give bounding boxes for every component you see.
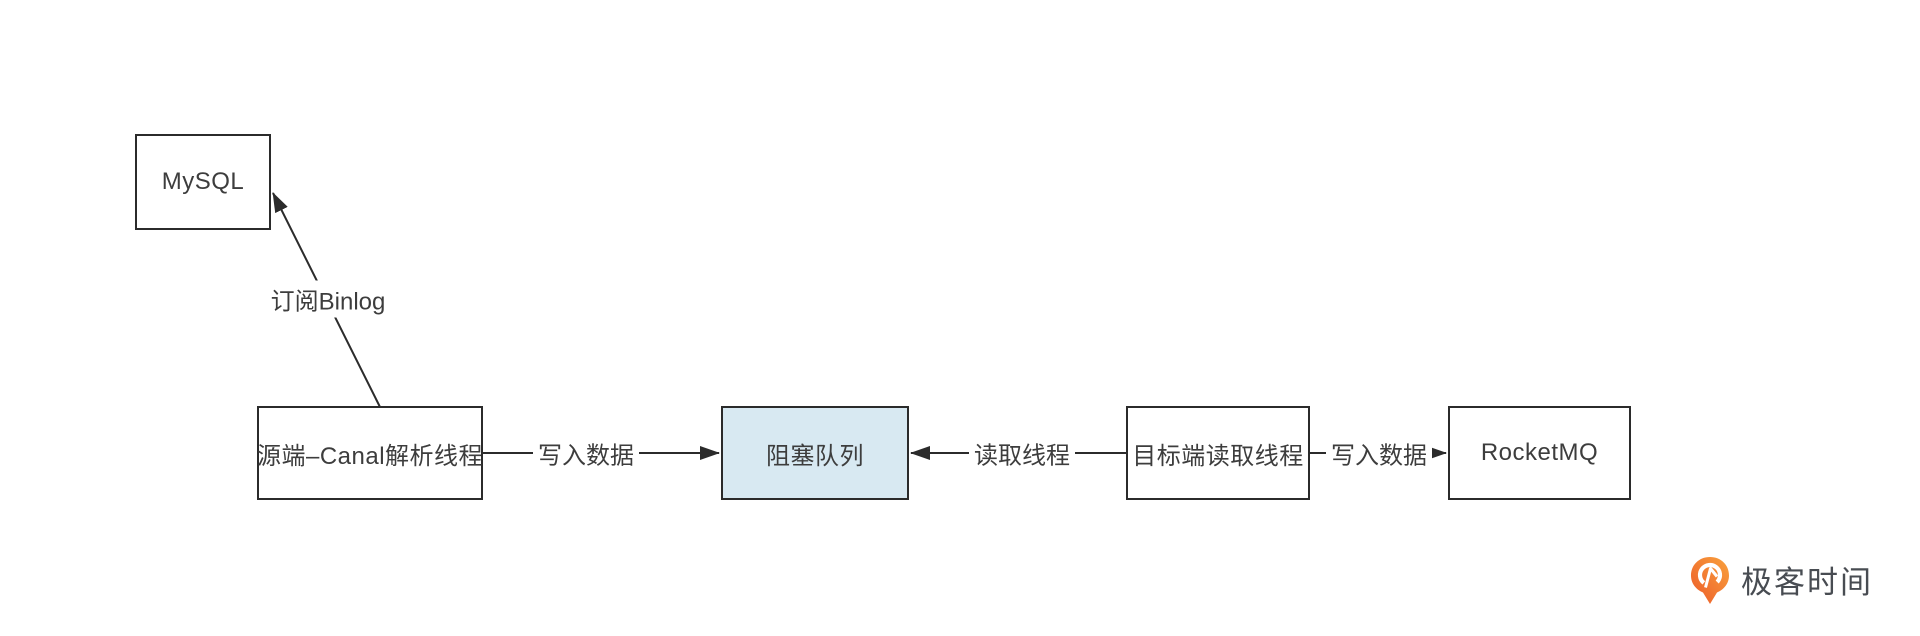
edge-label-read-thread: 读取线程: [969, 434, 1075, 472]
node-source-canal-thread: 源端–Canal解析线程: [257, 406, 483, 500]
edge-label-subscribe-binlog: 订阅Binlog: [265, 280, 391, 318]
node-source-canal-thread-label: 源端–Canal解析线程: [256, 442, 484, 470]
node-target-read-thread-label: 目标端读取线程: [1132, 442, 1304, 470]
edge-label-write-data-2: 写入数据: [1326, 434, 1432, 472]
node-target-read-thread: 目标端读取线程: [1126, 406, 1310, 500]
geektime-pin-icon: [1691, 557, 1729, 604]
geektime-logo-text: 极客时间: [1741, 564, 1873, 600]
edge-label-write-data-1: 写入数据: [533, 434, 639, 472]
node-rocketmq-label: RocketMQ: [1480, 439, 1599, 466]
node-blocking-queue-label: 阻塞队列: [766, 442, 864, 470]
node-blocking-queue: 阻塞队列: [721, 406, 909, 500]
geektime-logo: 极客时间: [1690, 556, 1873, 606]
node-mysql: MySQL: [135, 134, 271, 230]
node-mysql-label: MySQL: [161, 168, 245, 195]
node-rocketmq: RocketMQ: [1448, 406, 1631, 500]
